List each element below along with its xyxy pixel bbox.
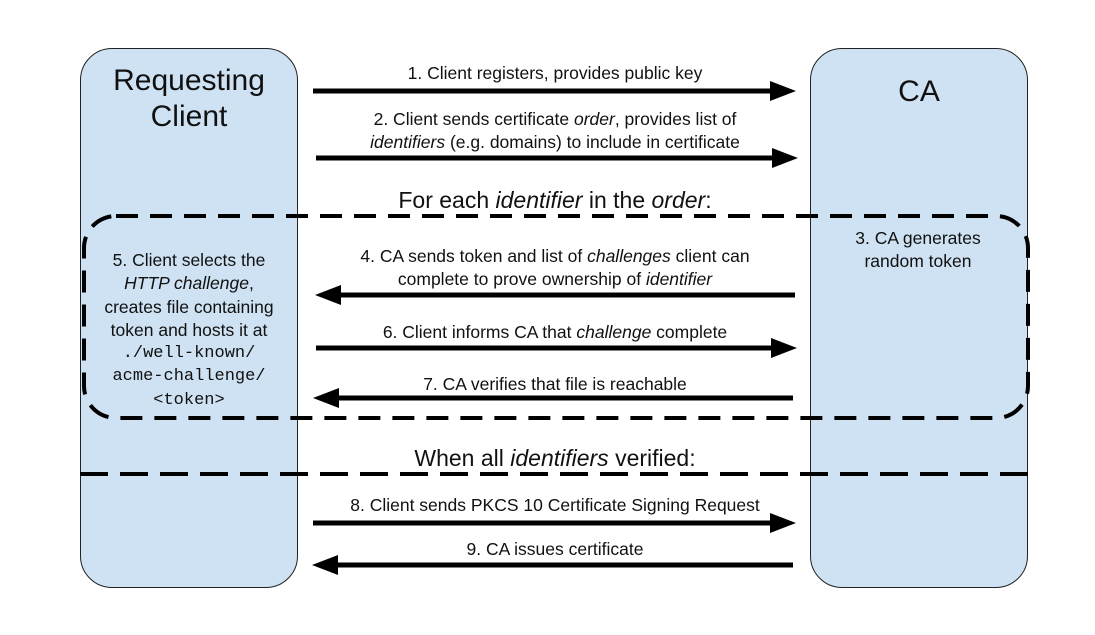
step4-a: 4. CA sends token and list of bbox=[360, 246, 588, 266]
step4-em-identifier: identifier bbox=[645, 269, 713, 289]
step5-line1: 5. Client selects the bbox=[112, 250, 266, 270]
step8-label: 8. Client sends PKCS 10 Certificate Sign… bbox=[350, 495, 760, 515]
hdr1-mid: in the bbox=[582, 187, 652, 213]
step5-label: 5. Client selects the HTTP challenge, cr… bbox=[84, 249, 294, 412]
step5-line3: creates file containing bbox=[104, 296, 274, 317]
step3-label: 3. CA generates random token bbox=[812, 227, 1024, 273]
client-title-line2: Client bbox=[150, 100, 228, 133]
step4-d: complete to prove ownership of bbox=[397, 269, 646, 289]
step5-em-http-challenge: HTTP challenge bbox=[124, 273, 249, 294]
hdr1-prefix: For each bbox=[398, 187, 496, 213]
client-lane: Requesting Client bbox=[80, 48, 298, 588]
step5-line4: token and hosts it at bbox=[110, 319, 268, 340]
arrowhead-step6 bbox=[771, 338, 797, 358]
step5-code-path3: <token> bbox=[153, 390, 225, 410]
hdr1-em-order: order bbox=[651, 187, 706, 213]
step2-e: (e.g. domains) to include in certificate bbox=[445, 132, 740, 152]
hdr2-prefix: When all bbox=[414, 445, 511, 471]
arrowhead-step2 bbox=[772, 148, 798, 168]
arrowhead-step4 bbox=[315, 285, 341, 305]
section-header-per-identifier: For each identifier in the order: bbox=[300, 186, 810, 214]
hdr2-suffix: verified: bbox=[608, 445, 696, 471]
step6-c: complete bbox=[651, 322, 728, 342]
client-lane-title: Requesting Client bbox=[81, 63, 297, 135]
arrowhead-step8 bbox=[770, 513, 796, 533]
hdr1-suffix: : bbox=[705, 187, 712, 213]
client-title-line1: Requesting bbox=[113, 64, 265, 97]
hdr1-em-identifier: identifier bbox=[495, 187, 583, 213]
step7-label: 7. CA verifies that file is reachable bbox=[423, 374, 687, 394]
step6-em-challenge: challenge bbox=[576, 322, 652, 342]
arrowhead-step1 bbox=[770, 81, 796, 101]
step1-label: 1. Client registers, provides public key bbox=[407, 63, 703, 83]
ca-lane-title: CA bbox=[898, 75, 940, 108]
arrowhead-step9 bbox=[312, 555, 338, 575]
hdr2-em-identifiers: identifiers bbox=[510, 445, 609, 471]
step6-a: 6. Client informs CA that bbox=[382, 322, 577, 342]
step2-a: 2. Client sends certificate bbox=[373, 109, 574, 129]
arrowhead-step7 bbox=[313, 388, 339, 408]
step4-label: 4. CA sends token and list of challenges… bbox=[300, 245, 810, 291]
step2-em-identifiers: identifiers bbox=[370, 132, 446, 152]
step2-em-order: order bbox=[573, 109, 615, 129]
loop-box bbox=[82, 214, 1030, 420]
step2-label: 2. Client sends certificate order, provi… bbox=[300, 108, 810, 154]
step4-em-challenges: challenges bbox=[587, 246, 671, 266]
step5-comma: , bbox=[248, 273, 254, 294]
step3-line1: 3. CA generates bbox=[855, 228, 981, 248]
step5-code-path1: ./well-known/ bbox=[122, 344, 256, 364]
step6-label: 6. Client informs CA that challenge comp… bbox=[300, 321, 810, 344]
step5-code-path2: acme-challenge/ bbox=[112, 367, 266, 387]
step3-line2: random token bbox=[864, 251, 972, 271]
section-header-all-verified: When all identifiers verified: bbox=[300, 444, 810, 472]
step4-c: client can bbox=[670, 246, 750, 266]
step2-c: , provides list of bbox=[614, 109, 737, 129]
step9-label: 9. CA issues certificate bbox=[466, 539, 644, 559]
